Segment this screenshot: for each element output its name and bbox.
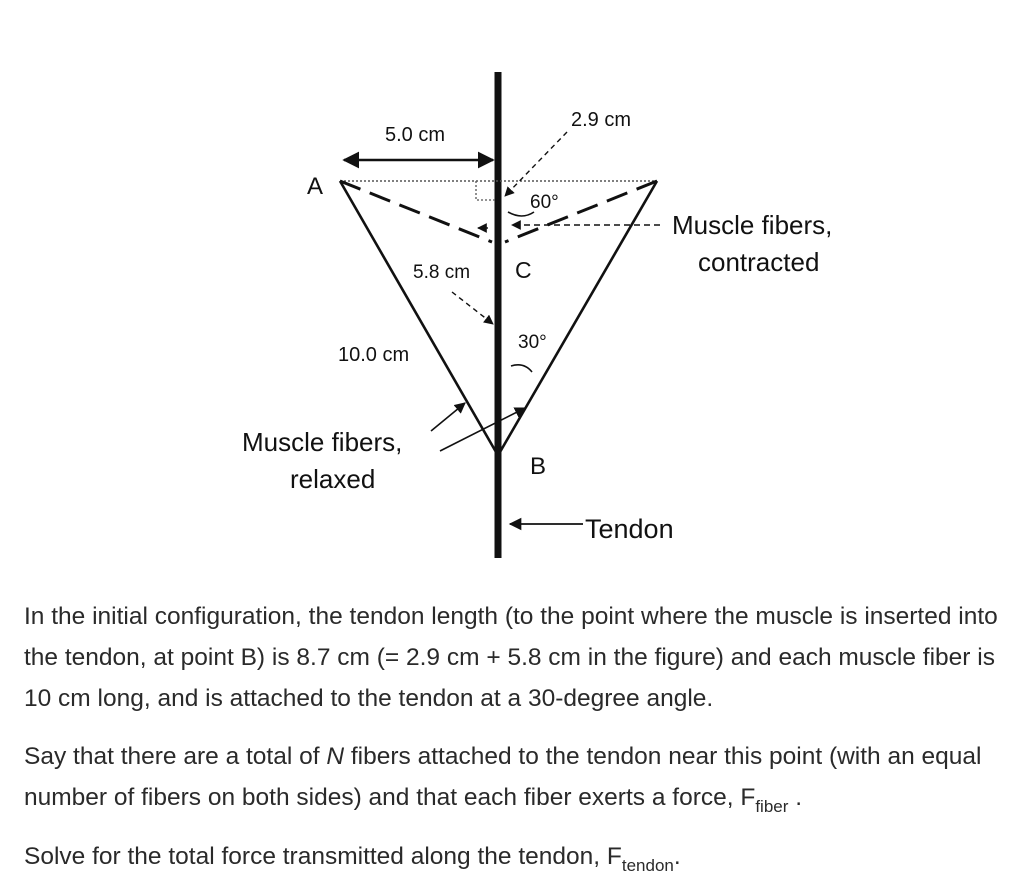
fiber-length-label: 10.0 cm (338, 344, 409, 366)
contracted-label-line1: Muscle fibers, (672, 210, 832, 240)
point-a-label: A (307, 173, 323, 200)
angle-arc-30 (510, 364, 533, 373)
angle-60-label: 60° (530, 192, 559, 213)
top-tendon-label: 2.9 cm (571, 109, 631, 131)
fiber-subscript: fiber (755, 797, 789, 816)
tendon-label: Tendon (585, 514, 674, 544)
question-paragraph: Solve for the total force transmitted al… (24, 836, 1014, 877)
relaxed-fiber-left (338, 180, 498, 453)
relaxed-label-line2: relaxed (290, 464, 375, 494)
top-width-label: 5.0 cm (385, 124, 445, 146)
top-tendon-pointer (504, 131, 568, 197)
mid-tendon-label: 5.8 cm (413, 262, 470, 283)
muscle-tendon-diagram: 5.0 cm 2.9 cm A 60° Muscle fibers, contr… (242, 72, 832, 558)
contracted-fiber-right (504, 179, 658, 244)
point-b-label: B (530, 453, 546, 480)
mid-tendon-pointer (451, 291, 494, 325)
contracted-fiber-left (339, 179, 493, 244)
relaxed-arrow-upper (430, 402, 466, 432)
fibers-text-middle: fibers attached to the tendon near this … (24, 743, 982, 811)
fibers-paragraph: Say that there are a total of N fibers a… (24, 736, 1014, 818)
fibers-text-start: Say that there are a total of (24, 743, 327, 770)
angle-arc-60 (507, 211, 535, 217)
variable-n: N (326, 743, 345, 770)
angle-30-label: 30° (518, 332, 547, 353)
right-angle-marker (475, 181, 497, 201)
point-c-label: C (515, 257, 532, 283)
description-paragraph: In the initial configuration, the tendon… (24, 603, 998, 712)
fibers-text-end: . (788, 784, 803, 811)
tendon-subscript: tendon (621, 856, 674, 875)
question-text-start: Solve for the total force transmitted al… (24, 843, 622, 870)
question-text-end: . (673, 843, 681, 870)
contracted-label-line2: contracted (698, 247, 819, 277)
relaxed-arrow-lower (439, 407, 526, 452)
relaxed-label-line1: Muscle fibers, (242, 427, 402, 457)
relaxed-fiber-right (498, 180, 659, 453)
